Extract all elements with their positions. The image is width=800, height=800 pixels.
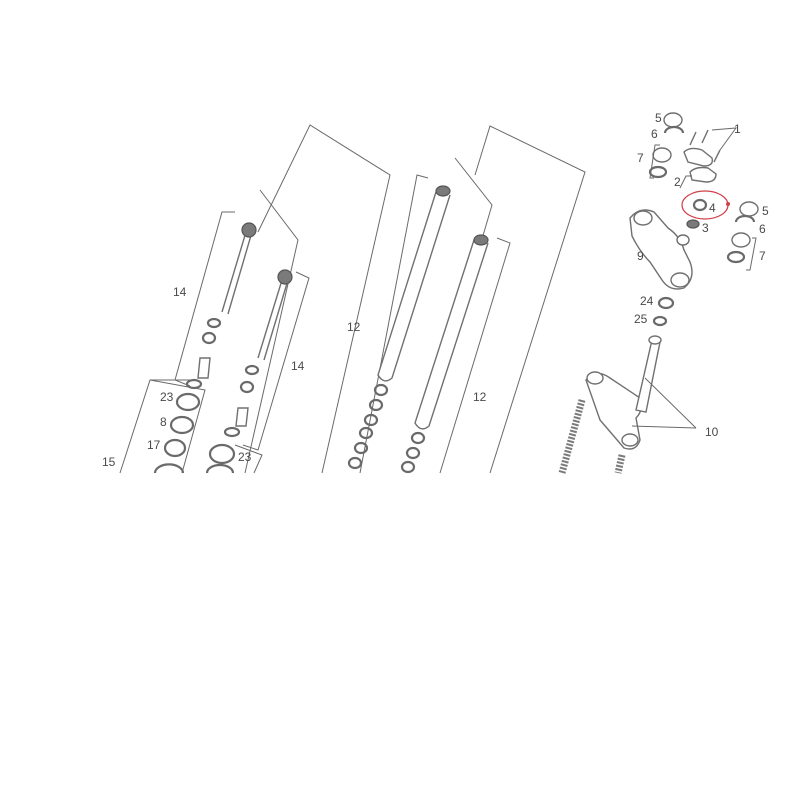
part-3 <box>686 219 700 229</box>
part-4-highlight[interactable] <box>681 190 730 220</box>
label-24: 24 <box>640 294 654 308</box>
frame-right-tube <box>474 125 586 474</box>
label-12: 12 <box>347 320 361 334</box>
label-7: 7 <box>759 249 766 263</box>
lower-triple-clamp <box>585 335 697 450</box>
seals-right <box>205 443 236 474</box>
label-25: 25 <box>634 312 648 326</box>
caps-upper <box>648 112 685 179</box>
label-4[interactable]: 4 <box>709 201 716 215</box>
fork-frame-outlines <box>119 124 586 474</box>
washer-25 <box>652 315 668 327</box>
caps-lower <box>726 201 759 271</box>
label-3: 3 <box>702 221 709 235</box>
bracket-12b <box>439 237 511 474</box>
bracket-14a <box>174 211 235 387</box>
label-15: 15 <box>102 455 116 469</box>
label-6: 6 <box>651 127 658 141</box>
label-12: 12 <box>473 390 487 404</box>
label-6: 6 <box>759 222 766 236</box>
spring-left <box>558 399 586 474</box>
part-labels: 5 6 7 1 2 4 3 5 6 7 9 24 25 10 14 14 12 … <box>102 111 769 469</box>
bracket-15 <box>149 379 206 474</box>
label-1: 1 <box>734 122 741 136</box>
frame-left-tube-2 <box>244 189 299 474</box>
frame-left-outer <box>119 379 190 474</box>
damper-rod-left <box>185 222 257 390</box>
label-8: 8 <box>160 415 167 429</box>
fork-tube-left <box>347 185 451 470</box>
label-14: 14 <box>291 359 305 373</box>
frame-left-tube <box>257 124 391 474</box>
fork-tube-right <box>400 234 489 474</box>
bracket-23b <box>234 444 263 474</box>
label-17: 17 <box>147 438 161 452</box>
handlebar-clamps <box>679 127 738 189</box>
bracket-14b <box>242 271 310 451</box>
spring-right <box>614 454 626 474</box>
label-5: 5 <box>655 111 662 125</box>
seals-left <box>153 392 201 474</box>
label-2: 2 <box>674 175 681 189</box>
label-23: 23 <box>160 390 174 404</box>
nut-24 <box>657 296 675 310</box>
part-4 <box>692 198 708 212</box>
upper-triple-clamp <box>629 209 693 290</box>
highlight-marker <box>726 202 730 206</box>
damper-rod-right <box>223 269 293 438</box>
label-23: 23 <box>238 450 252 464</box>
label-10: 10 <box>705 425 719 439</box>
label-7: 7 <box>637 151 644 165</box>
label-14: 14 <box>173 285 187 299</box>
label-9: 9 <box>637 249 644 263</box>
label-5: 5 <box>762 204 769 218</box>
